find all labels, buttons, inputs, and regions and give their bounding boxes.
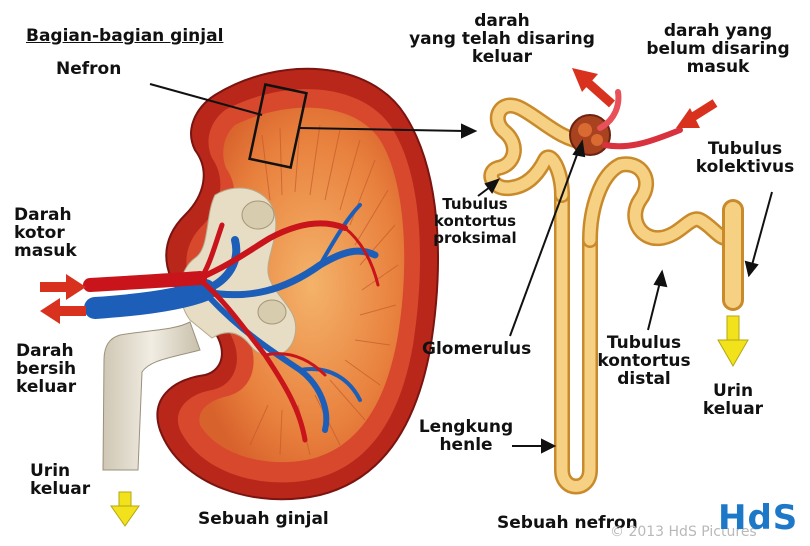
- label-darah-bersih: Darah bersih keluar: [16, 342, 76, 396]
- label-lengkung-henle: Lengkung henle: [406, 418, 526, 454]
- arrow-right-icon: [40, 274, 86, 300]
- label-darah-disaring-keluar: darah yang telah disaring keluar: [382, 12, 622, 66]
- label-urin-keluar-left: Urin keluar: [30, 462, 90, 498]
- label-nefron: Nefron: [56, 60, 121, 78]
- brand-logo: HdS: [718, 498, 798, 538]
- arrow-down-icon: [111, 492, 139, 526]
- arrow-up-left-icon: [572, 68, 612, 104]
- label-sebuah-ginjal: Sebuah ginjal: [198, 510, 329, 528]
- arrow-down-left-icon: [676, 103, 715, 128]
- label-darah-belum-disaring: darah yang belum disaring masuk: [628, 22, 808, 76]
- arrow-left-icon: [40, 298, 86, 324]
- label-tubulus-proksimal: Tubulus kontortus proksimal: [420, 196, 530, 247]
- peritubular-vessel: [605, 130, 680, 146]
- label-glomerulus: Glomerulus: [422, 340, 531, 358]
- arrow-down-icon: [718, 316, 748, 366]
- label-tubulus-distal: Tubulus kontortus distal: [586, 334, 702, 388]
- diagram-title: Bagian-bagian ginjal: [26, 27, 223, 45]
- kidney: [90, 69, 438, 500]
- glomerulus: [570, 115, 610, 155]
- label-darah-kotor: Darah kotor masuk: [14, 206, 77, 260]
- label-urin-keluar-right: Urin keluar: [696, 382, 770, 418]
- label-tubulus-kolektivus: Tubulus kolektivus: [684, 140, 806, 176]
